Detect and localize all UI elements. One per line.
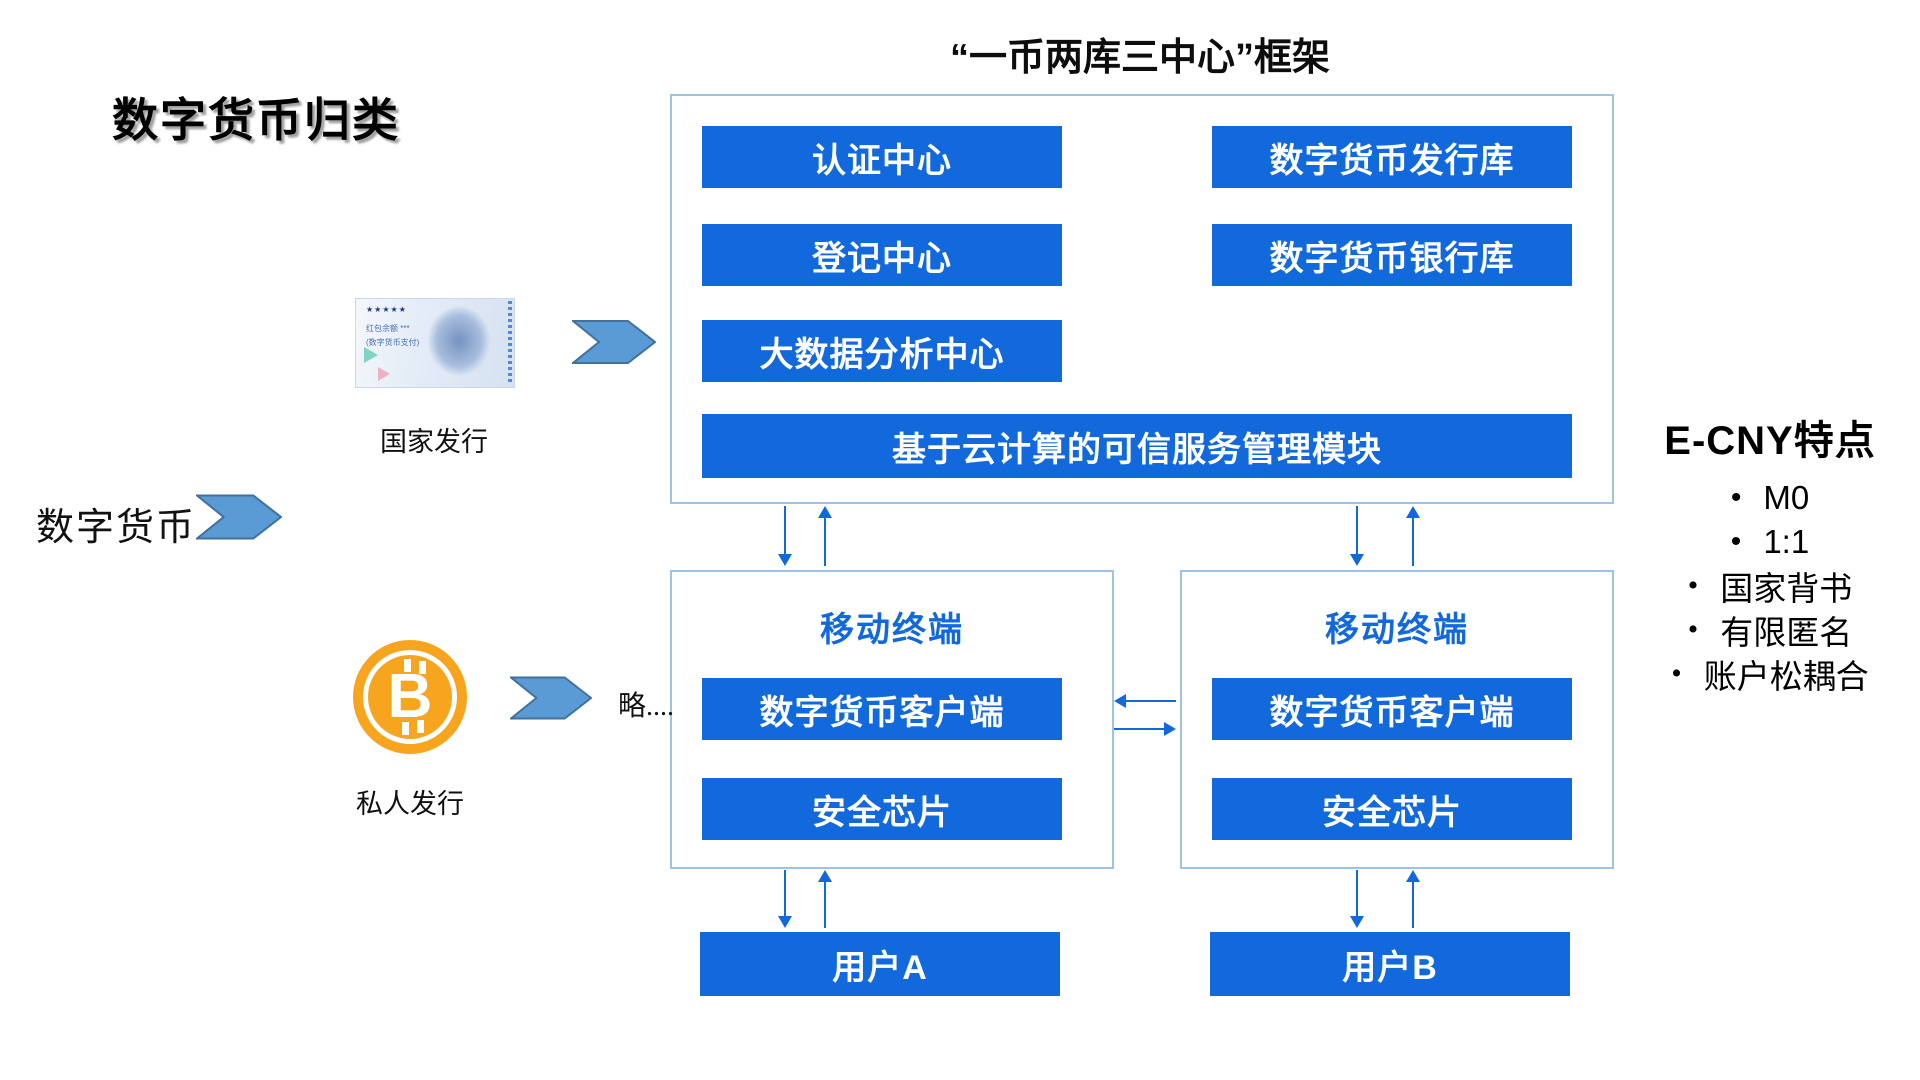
terminal-left-title: 移动终端 [820, 611, 964, 649]
chevron-arrow-icon [510, 676, 592, 720]
bitcoin-core: B [368, 655, 452, 739]
bitcoin-b-glyph: B [387, 662, 433, 731]
arrow-down-icon [1350, 870, 1364, 928]
secure-chip-label-right: 安全芯片 [1322, 793, 1462, 832]
arrow-up-icon [818, 870, 832, 928]
bank-repo-label: 数字货币银行库 [1269, 239, 1515, 278]
user-a-node: 用户A [700, 932, 1060, 996]
terminal-box-left: 移动终端 数字货币客户端 安全芯片 [670, 570, 1114, 869]
banknote-stars: ★★★★★ [366, 305, 407, 314]
ecny-feature-item: • 有限匿名 [1610, 608, 1920, 653]
registration-center-node: 登记中心 [702, 224, 1062, 286]
bullet-icon: • [1730, 481, 1742, 514]
secure-chip-node-left: 安全芯片 [702, 778, 1062, 840]
terminal-right-title: 移动终端 [1325, 611, 1469, 649]
issuance-repo-node: 数字货币发行库 [1212, 126, 1572, 188]
arrow-up-icon [818, 506, 832, 566]
banknote-triangle-decoration [364, 347, 378, 363]
national-issuance-label: 国家发行 [380, 427, 488, 457]
page-title: 数字货币归类 [112, 95, 400, 146]
digital-currency-root-label: 数字货币 [36, 507, 197, 549]
arrow-down-icon [1350, 506, 1364, 566]
secure-chip-node-right: 安全芯片 [1212, 778, 1572, 840]
ecny-features-title: E-CNY特点 [1664, 419, 1876, 463]
ecny-feature-label: 1:1 [1763, 523, 1810, 560]
secure-chip-label-left: 安全芯片 [812, 793, 952, 832]
ecny-feature-label: 账户松耦合 [1703, 660, 1869, 696]
user-a-label: 用户A [832, 948, 928, 987]
ecny-features-panel: E-CNY特点 • M0 • 1:1 • 国家背书 • 有限匿名 • 账户松耦合 [1610, 408, 1920, 696]
cloud-module-node: 基于云计算的可信服务管理模块 [702, 414, 1572, 478]
bullet-icon: • [1687, 613, 1699, 646]
arrow-down-icon [778, 506, 792, 566]
wallet-client-label-left: 数字货币客户端 [759, 693, 1005, 732]
chevron-arrow-icon [572, 320, 656, 364]
banknote-balance-text: 红包余额 *** [366, 324, 410, 333]
ecny-feature-item: • 国家背书 [1610, 564, 1920, 609]
chevron-arrow-icon [196, 494, 282, 540]
ecny-feature-label: 国家背书 [1720, 572, 1853, 608]
bullet-icon: • [1687, 569, 1699, 602]
user-b-label: 用户B [1342, 948, 1438, 987]
framework-box: 认证中心 数字货币发行库 登记中心 数字货币银行库 大数据分析中心 基于云计算的… [670, 94, 1614, 504]
banknote-triangle-decoration [378, 367, 390, 381]
auth-center-label: 认证中心 [812, 141, 952, 180]
bigdata-center-label: 大数据分析中心 [759, 335, 1005, 374]
user-b-node: 用户B [1210, 932, 1570, 996]
bullet-icon: • [1730, 525, 1742, 558]
banknote-payment-text: (数字货币支付) [366, 338, 420, 347]
bank-repo-node: 数字货币银行库 [1212, 224, 1572, 286]
cloud-module-label: 基于云计算的可信服务管理模块 [892, 430, 1382, 469]
arrow-left-icon [1114, 694, 1176, 708]
ecny-feature-item: • M0 [1610, 476, 1920, 520]
digital-rmb-banknote-image: ★★★★★ 红包余额 *** (数字货币支付) [355, 298, 515, 388]
ecny-feature-item: • 账户松耦合 [1610, 652, 1920, 697]
terminal-box-right: 移动终端 数字货币客户端 安全芯片 [1180, 570, 1614, 869]
ecny-feature-item: • 1:1 [1610, 520, 1920, 564]
wallet-client-node-right: 数字货币客户端 [1212, 678, 1572, 740]
arrow-down-icon [778, 870, 792, 928]
portrait-watermark [420, 305, 498, 383]
auth-center-node: 认证中心 [702, 126, 1062, 188]
banknote-serrated-edge [508, 301, 512, 385]
registration-center-label: 登记中心 [812, 239, 952, 278]
private-issuance-label: 私人发行 [356, 789, 464, 819]
bigdata-center-node: 大数据分析中心 [702, 320, 1062, 382]
issuance-repo-label: 数字货币发行库 [1269, 141, 1515, 180]
wallet-client-label-right: 数字货币客户端 [1269, 693, 1515, 732]
wallet-client-node-left: 数字货币客户端 [702, 678, 1062, 740]
skip-label: 略.... [618, 691, 675, 722]
bitcoin-icon: B [353, 640, 467, 754]
arrow-up-icon [1406, 506, 1420, 566]
ecny-feature-label: M0 [1763, 479, 1810, 516]
framework-title: “一币两库三中心”框架 [949, 37, 1330, 79]
arrow-right-icon [1114, 722, 1176, 736]
bullet-icon: • [1671, 657, 1682, 690]
arrow-up-icon [1406, 870, 1420, 928]
ecny-feature-label: 有限匿名 [1720, 616, 1853, 652]
